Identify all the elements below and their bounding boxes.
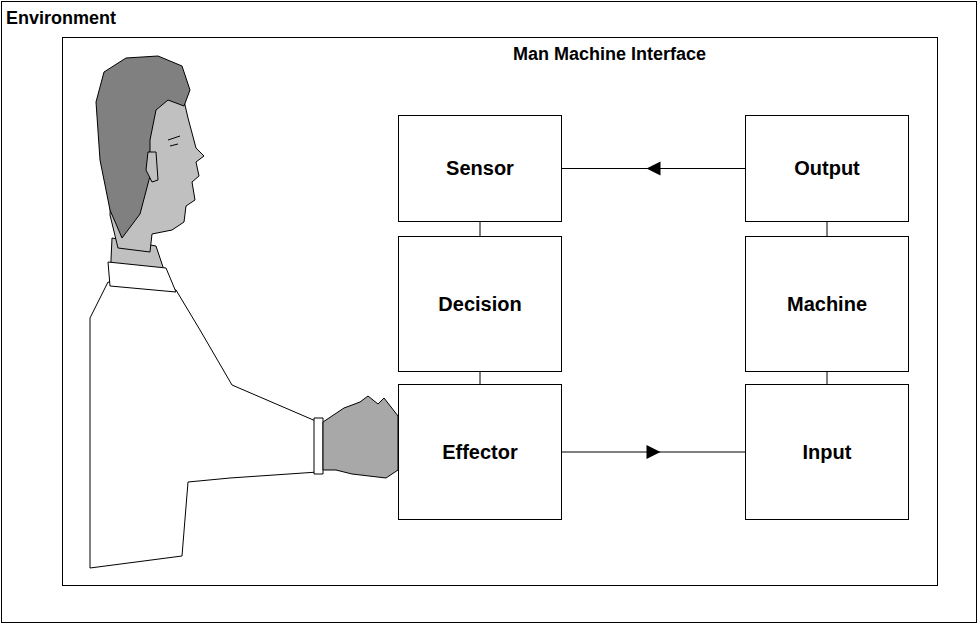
arrowhead [647,445,661,459]
arrowhead [647,162,661,176]
output-box: Output [745,115,909,222]
frame-heading: Environment [6,8,976,29]
input-box: Input [745,384,909,520]
connector [480,222,481,236]
decision-box: Decision [398,236,562,372]
connector-line [827,222,828,236]
connector-line [480,222,481,236]
sensor-box: Sensor [398,115,562,222]
connector [480,372,481,384]
hair [96,56,190,238]
interface-frame: Man Machine InterfaceSensor OutputDecisio… [62,37,938,586]
box-label: Input [803,441,852,464]
connector [827,222,828,236]
ear [146,152,158,182]
hand [323,396,398,478]
connector-line [480,372,481,384]
connector [562,162,745,176]
box-label: Output [794,157,860,180]
machine-box: Machine [745,236,909,372]
connector [827,372,828,384]
connector [562,445,745,459]
shirt [90,282,318,568]
connector-line [827,372,828,384]
shirt-cuff [314,418,323,474]
box-label: Decision [438,293,521,316]
box-label: Sensor [446,157,514,180]
collar [108,262,176,292]
box-label: Machine [787,293,867,316]
eye [168,136,180,146]
box-label: Effector [442,441,518,464]
effector-box: Effector [398,384,562,520]
frame-heading: Man Machine Interface [513,44,937,65]
